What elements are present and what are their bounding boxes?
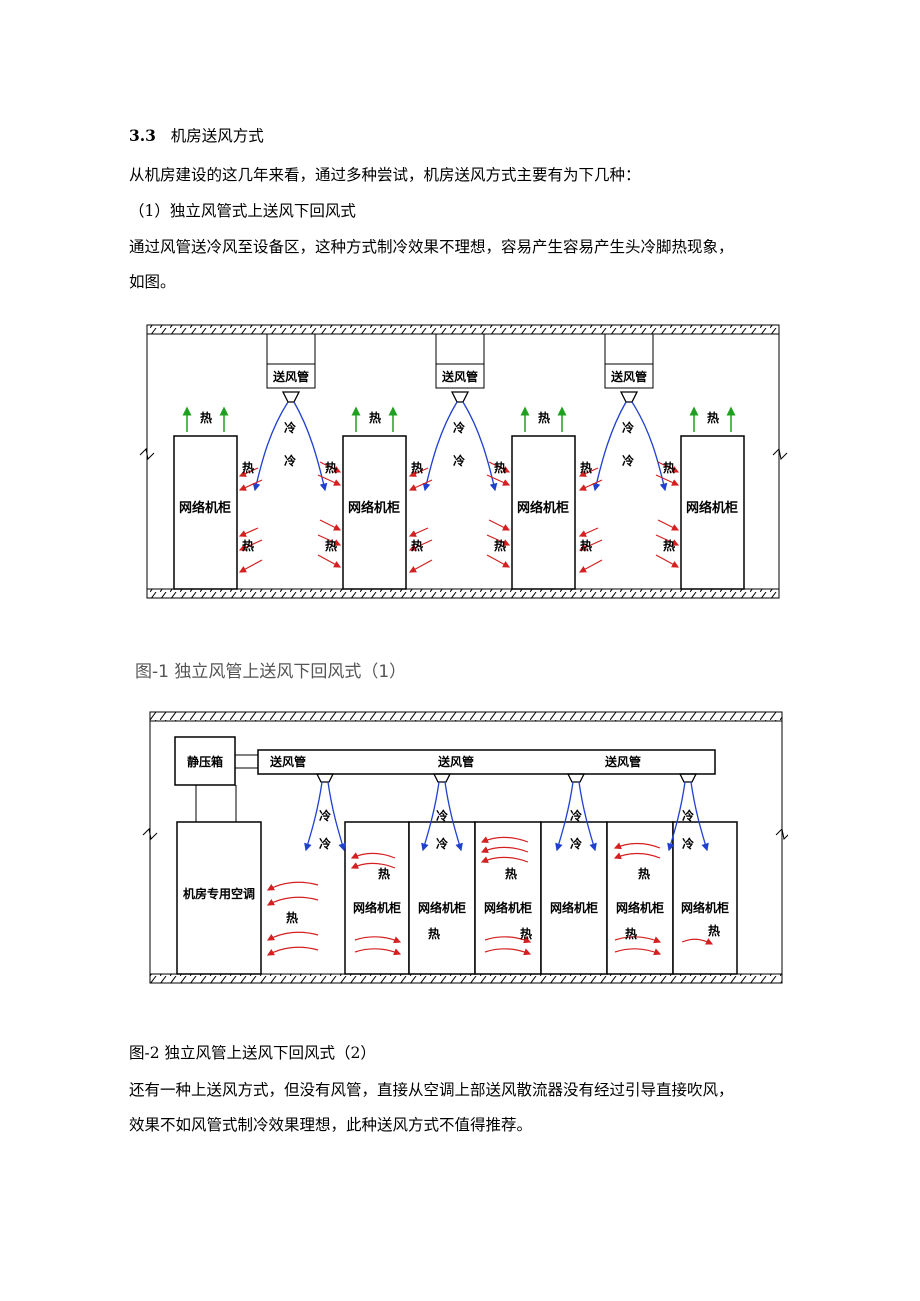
cold-label: 冷 <box>284 420 296 435</box>
desc-1-line-2: 如图。 <box>129 273 176 291</box>
network-cabinet-1 <box>344 821 410 975</box>
duct-2: 送风管 <box>435 333 485 389</box>
hot-label: 热 <box>638 866 650 881</box>
cold-label: 冷 <box>319 836 331 851</box>
hot-label: 热 <box>378 866 390 881</box>
cold-label: 冷 <box>570 836 582 851</box>
duct-label: 送风管 <box>269 754 306 769</box>
cold-label: 冷 <box>622 453 634 468</box>
network-cabinet-1 <box>173 435 238 590</box>
supply-duct <box>257 749 716 775</box>
cold-label: 冷 <box>570 808 582 823</box>
hot-label: 热 <box>707 410 719 425</box>
cabinet-label: 网络机柜 <box>353 900 401 915</box>
network-cabinet-4 <box>680 435 745 590</box>
duct-label: 送风管 <box>437 754 474 769</box>
duct-3: 送风管 <box>604 333 654 389</box>
plenum-label: 静压箱 <box>187 754 223 769</box>
hot-label: 热 <box>411 538 423 553</box>
cabinet-label: 网络机柜 <box>517 500 569 516</box>
ceiling-slab <box>149 711 783 722</box>
section-heading: 3.3 机房送风方式 <box>129 124 264 146</box>
hot-label: 热 <box>663 538 675 553</box>
duct-1: 送风管 <box>266 333 316 389</box>
intro-paragraph: 从机房建设的这几年来看，通过多种尝试，机房送风方式主要有为下几种： <box>129 166 641 184</box>
cabinet-label: 网络机柜 <box>348 500 400 516</box>
network-cabinet-2 <box>342 435 407 590</box>
figure-2-diagram: 静压箱 送风管 送风管 送风管 机房专用空调 网络机柜 网络机柜 网络机柜 网络… <box>142 711 788 984</box>
cabinet-label: 网络机柜 <box>681 900 729 915</box>
hot-label: 热 <box>494 538 506 553</box>
hot-label: 热 <box>411 460 423 475</box>
cold-label: 冷 <box>453 453 465 468</box>
cabinet-label: 网络机柜 <box>686 500 738 516</box>
duct-label: 送风管 <box>441 369 478 384</box>
cold-label: 冷 <box>622 420 634 435</box>
ac-unit <box>176 821 262 975</box>
section-title: 机房送风方式 <box>170 127 264 145</box>
network-cabinet-2 <box>408 821 476 975</box>
plenum-box <box>174 736 236 786</box>
desc-2-line-1: 还有一种上送风方式，但没有风管，直接从空调上部送风散流器没有经过引导直接吹风， <box>129 1081 734 1099</box>
cold-label: 冷 <box>453 420 465 435</box>
hot-label: 热 <box>580 460 592 475</box>
ac-label: 机房专用空调 <box>183 886 255 901</box>
hot-label: 热 <box>369 410 381 425</box>
cold-label: 冷 <box>682 808 694 823</box>
cabinet-label: 网络机柜 <box>179 500 231 516</box>
duct-label: 送风管 <box>272 369 309 384</box>
desc-1-line-1: 通过风管送冷风至设备区，这种方式制冷效果不理想，容易产生容易产生头冷脚热现象， <box>129 238 734 256</box>
cabinet-label: 网络机柜 <box>616 900 664 915</box>
hot-label: 热 <box>325 460 337 475</box>
desc-2-line-2: 效果不如风管式制冷效果理想，此种送风方式不值得推荐。 <box>129 1116 533 1134</box>
cold-label: 冷 <box>284 453 296 468</box>
duct-label: 送风管 <box>610 369 647 384</box>
figure-2-caption: 图-2 独立风管上送风下回风式（2） <box>129 1044 376 1062</box>
network-cabinet-3 <box>511 435 576 590</box>
duct-label: 送风管 <box>604 754 641 769</box>
hot-label: 热 <box>580 538 592 553</box>
cold-label: 冷 <box>436 836 448 851</box>
ceiling-slab <box>146 324 780 335</box>
hot-label: 热 <box>708 923 720 938</box>
cabinet-label: 网络机柜 <box>418 900 466 915</box>
hot-label: 热 <box>505 866 517 881</box>
floor-slab <box>146 588 780 599</box>
item-1-heading: （1）独立风管式上送风下回风式 <box>129 202 356 220</box>
hot-label: 热 <box>520 926 532 941</box>
hot-label: 热 <box>242 460 254 475</box>
floor-slab <box>149 973 783 984</box>
cold-label: 冷 <box>436 808 448 823</box>
cold-label: 冷 <box>319 808 331 823</box>
hot-label: 热 <box>242 538 254 553</box>
figure-1-caption: 图-1 独立风管上送风下回风式（1） <box>135 662 407 682</box>
hot-label: 热 <box>428 926 440 941</box>
hot-label: 热 <box>625 926 637 941</box>
figure-1-diagram: 送风管 送风管 送风管 冷 冷 冷 冷 冷 冷 网络机柜 网络 <box>139 324 788 599</box>
cabinet-label: 网络机柜 <box>550 900 598 915</box>
cold-label: 冷 <box>682 836 694 851</box>
hot-label: 热 <box>325 538 337 553</box>
hot-label: 热 <box>494 460 506 475</box>
hot-label: 热 <box>200 410 212 425</box>
network-cabinet-3 <box>474 821 542 975</box>
section-number: 3.3 <box>129 126 156 145</box>
hot-label: 热 <box>286 910 298 925</box>
hot-label: 热 <box>538 410 550 425</box>
hot-label: 热 <box>663 460 675 475</box>
cabinet-label: 网络机柜 <box>484 900 532 915</box>
